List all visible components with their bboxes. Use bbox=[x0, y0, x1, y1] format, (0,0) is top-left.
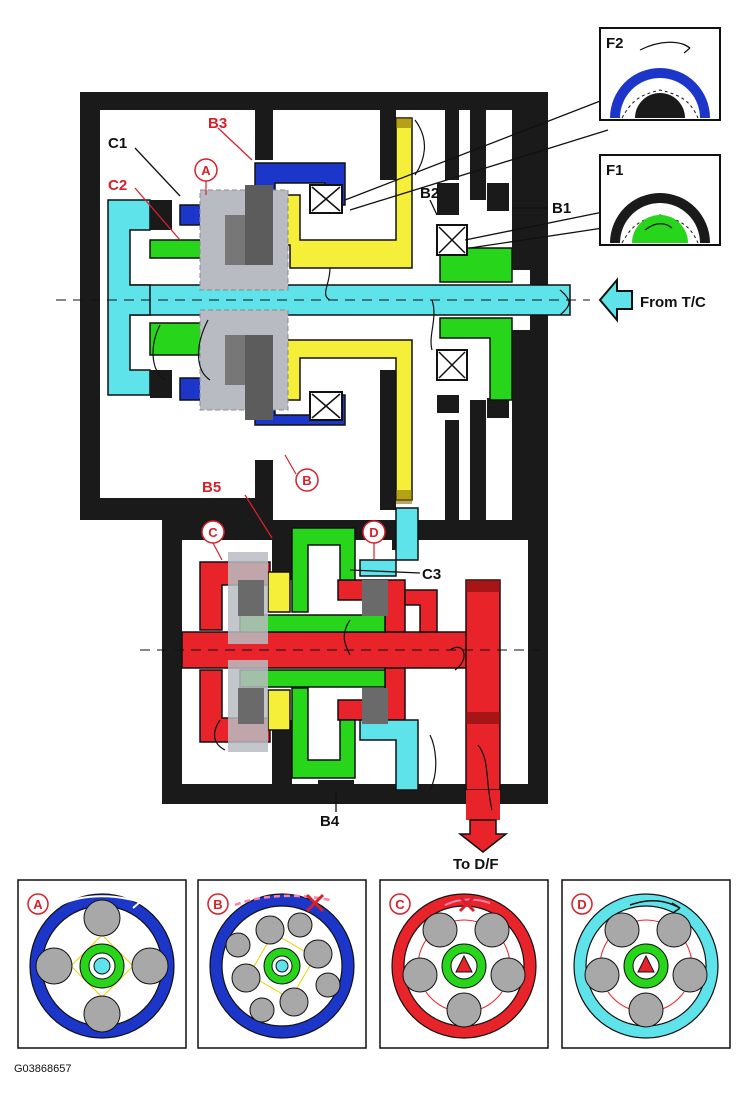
svg-text:B: B bbox=[213, 897, 222, 912]
panel-a: A bbox=[17, 879, 187, 1049]
panel-d: D bbox=[561, 879, 731, 1049]
inset-f2: F2 bbox=[599, 27, 721, 121]
marker-c: C bbox=[201, 520, 225, 561]
label-b4: B4 bbox=[320, 813, 340, 830]
leader-lines bbox=[134, 97, 609, 812]
label-b5: B5 bbox=[202, 479, 221, 496]
panel-b: B bbox=[197, 879, 367, 1049]
label-b2: B2 bbox=[420, 185, 439, 202]
svg-text:C: C bbox=[395, 897, 405, 912]
label-c1: C1 bbox=[108, 135, 127, 152]
lower-planetary-set bbox=[140, 507, 540, 820]
label-b1: B1 bbox=[552, 200, 571, 217]
panel-c: C bbox=[379, 879, 549, 1049]
label-c2: C2 bbox=[108, 177, 127, 194]
marker-a: A bbox=[194, 158, 218, 195]
upper-housing bbox=[80, 92, 548, 520]
output-label: To D/F bbox=[453, 856, 499, 873]
lower-housing bbox=[162, 520, 548, 804]
svg-text:B: B bbox=[302, 473, 311, 488]
upper-planetary-set bbox=[199, 184, 468, 421]
label-b3: B3 bbox=[208, 115, 227, 132]
marker-b: B bbox=[284, 454, 319, 492]
svg-text:F1: F1 bbox=[606, 162, 624, 179]
figure-id: G03868657 bbox=[14, 1063, 72, 1075]
output-arrow bbox=[457, 819, 509, 853]
svg-text:D: D bbox=[369, 525, 378, 540]
inset-f1: F1 bbox=[599, 154, 721, 246]
svg-text:D: D bbox=[577, 897, 586, 912]
svg-text:F2: F2 bbox=[606, 35, 624, 52]
svg-text:A: A bbox=[201, 163, 211, 178]
input-arrow bbox=[598, 277, 633, 323]
input-label: From T/C bbox=[640, 294, 706, 311]
svg-text:A: A bbox=[33, 897, 43, 912]
svg-text:C: C bbox=[208, 525, 218, 540]
label-c3: C3 bbox=[422, 566, 441, 583]
power-flow-arrows bbox=[152, 119, 570, 811]
marker-d: D bbox=[362, 520, 386, 560]
